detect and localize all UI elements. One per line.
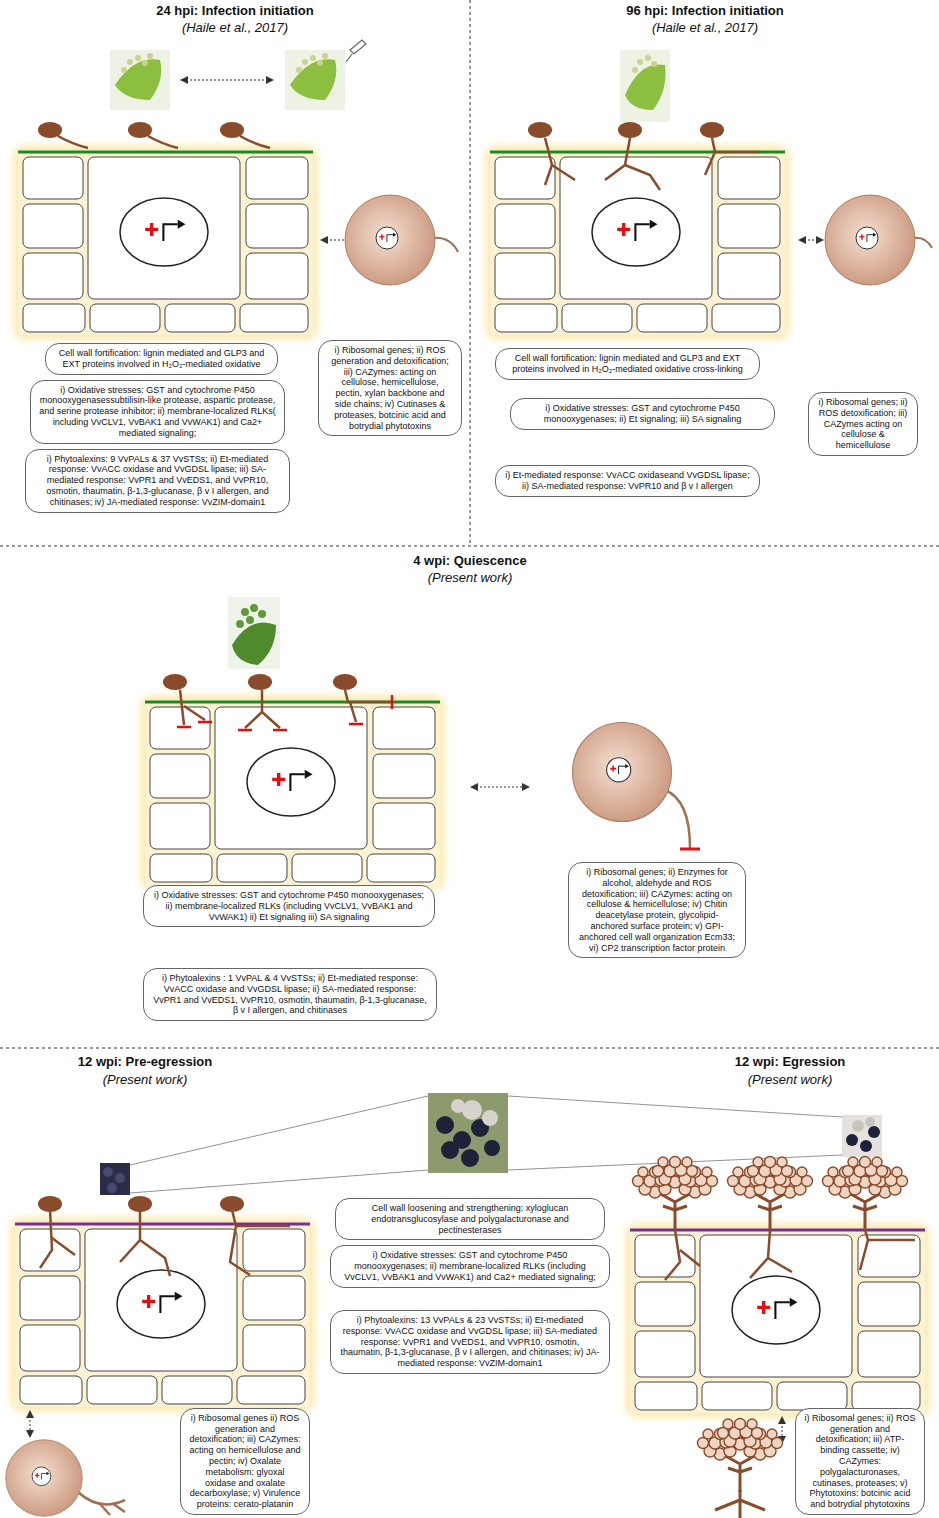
- info-box: i) Ribosomal genes; ii) ROS generation a…: [795, 1408, 925, 1515]
- hyphae: [40, 1210, 290, 1276]
- photo: [228, 597, 280, 669]
- mycelium: [698, 1419, 783, 1518]
- stage-heading: 12 wpi: Pre-egression: [78, 1054, 212, 1069]
- box-text: i) Oxidative stresses: GST and cytochrom…: [152, 890, 426, 922]
- info-box: i) Phytoalexins: 13 VvPALs & 23 VvSTSs; …: [330, 1310, 610, 1374]
- info-box: i) Oxidative stresses: GST and cytochrom…: [510, 398, 775, 430]
- source-note: (Haile et al., 2017): [182, 20, 288, 35]
- stage-heading: 4 wpi: Quiescence: [413, 553, 526, 568]
- source-note: (Present work): [748, 1072, 833, 1087]
- conidiophores: [633, 1157, 908, 1231]
- box-text: Cell wall fortification: lignin mediated…: [504, 353, 751, 375]
- plant-tissue: [141, 696, 444, 889]
- section-separator: [0, 0, 939, 1048]
- info-box: i) Et-mediated response: VvACC oxidasean…: [495, 465, 760, 497]
- exchange-arrow: [472, 787, 528, 788]
- box-text: Cell wall fortification: lignin mediated…: [54, 348, 269, 370]
- stage-heading: 12 wpi: Egression: [735, 1054, 846, 1069]
- fungal-cell: [345, 195, 458, 285]
- fungal-cell: [6, 1440, 125, 1517]
- box-text: i) Ribosomal genes ii) ROS generation an…: [189, 1413, 301, 1510]
- box-text: i) Oxidative stresses: GST and cytochrom…: [39, 385, 276, 439]
- info-box: Cell wall fortification: lignin mediated…: [495, 348, 760, 380]
- cuticle: [145, 701, 440, 704]
- box-text: Cell wall loosening and strengthening: x…: [344, 1203, 596, 1235]
- stage-heading: 96 hpi: Infection initiation: [626, 3, 783, 18]
- box-text: i) Phytoalexins : 1 VvPAL & 4 VvSTSs; ii…: [152, 973, 428, 1016]
- exchange-arrow: [782, 1418, 783, 1442]
- exchange-arrow: [800, 240, 822, 241]
- spores: [38, 122, 270, 148]
- info-box: i) Phytoalexins : 1 VvPAL & 4 VvSTSs; ii…: [143, 968, 437, 1021]
- info-box: i) Oxidative stresses: GST and cytochrom…: [30, 380, 285, 444]
- box-text: i) Et-mediated response: VvACC oxidasean…: [504, 470, 751, 492]
- plant-tissue: [11, 1218, 314, 1411]
- info-box: i) Ribosomal genes; ii) ROS generation a…: [318, 340, 462, 436]
- info-box: i) Oxidative stresses: GST and cytochrom…: [330, 1245, 610, 1287]
- source-note: (Present work): [428, 570, 513, 585]
- info-box: Cell wall fortification: lignin mediated…: [45, 343, 278, 375]
- info-box: i) Phytoalexins: 9 VvPALs & 37 VvSTSs; i…: [25, 449, 290, 513]
- box-text: i) Oxidative stresses: GST and cytochrom…: [519, 403, 766, 425]
- fungal-cell: [825, 195, 932, 285]
- photo: [110, 40, 366, 110]
- info-box: Cell wall loosening and strengthening: x…: [335, 1198, 605, 1240]
- info-box: i) Ribosomal genes; ii) Enzymes for alco…: [568, 862, 746, 958]
- plant-tissue: [14, 146, 317, 339]
- photo: [620, 50, 670, 122]
- cuticle: [18, 151, 313, 154]
- source-note: (Haile et al., 2017): [652, 20, 758, 35]
- stage-heading: 24 hpi: Infection initiation: [156, 3, 313, 18]
- info-box: i) Oxidative stresses: GST and cytochrom…: [143, 885, 435, 927]
- exchange-arrow: [182, 80, 272, 81]
- fungal-cell: [573, 723, 701, 850]
- plant-tissue: [486, 146, 789, 339]
- spores: [38, 1196, 244, 1212]
- exchange-arrow: [30, 1412, 31, 1436]
- box-text: i) Oxidative stresses: GST and cytochrom…: [339, 1250, 601, 1282]
- box-text: i) Ribosomal genes; ii) Enzymes for alco…: [577, 867, 737, 953]
- box-text: i) Ribosomal genes; ii) ROS generation a…: [804, 1413, 916, 1510]
- box-text: i) Ribosomal genes; ii) ROS generation a…: [327, 345, 453, 431]
- arrest-marks: [177, 695, 392, 730]
- plant-tissue: [626, 1224, 929, 1417]
- box-text: i) Phytoalexins: 9 VvPALs & 37 VvSTSs; i…: [34, 454, 281, 508]
- box-text: i) Ribosomal genes; ii) ROS detoxificati…: [817, 397, 909, 451]
- box-text: i) Phytoalexins: 13 VvPALs & 23 VvSTSs; …: [339, 1315, 601, 1369]
- spores: [528, 122, 724, 138]
- info-box: i) Ribosomal genes; ii) ROS detoxificati…: [808, 392, 918, 456]
- info-box: i) Ribosomal genes ii) ROS generation an…: [180, 1408, 310, 1515]
- spores: [163, 674, 357, 690]
- source-note: (Present work): [103, 1072, 188, 1087]
- hyphae: [545, 138, 760, 190]
- hyphae: [665, 1230, 915, 1280]
